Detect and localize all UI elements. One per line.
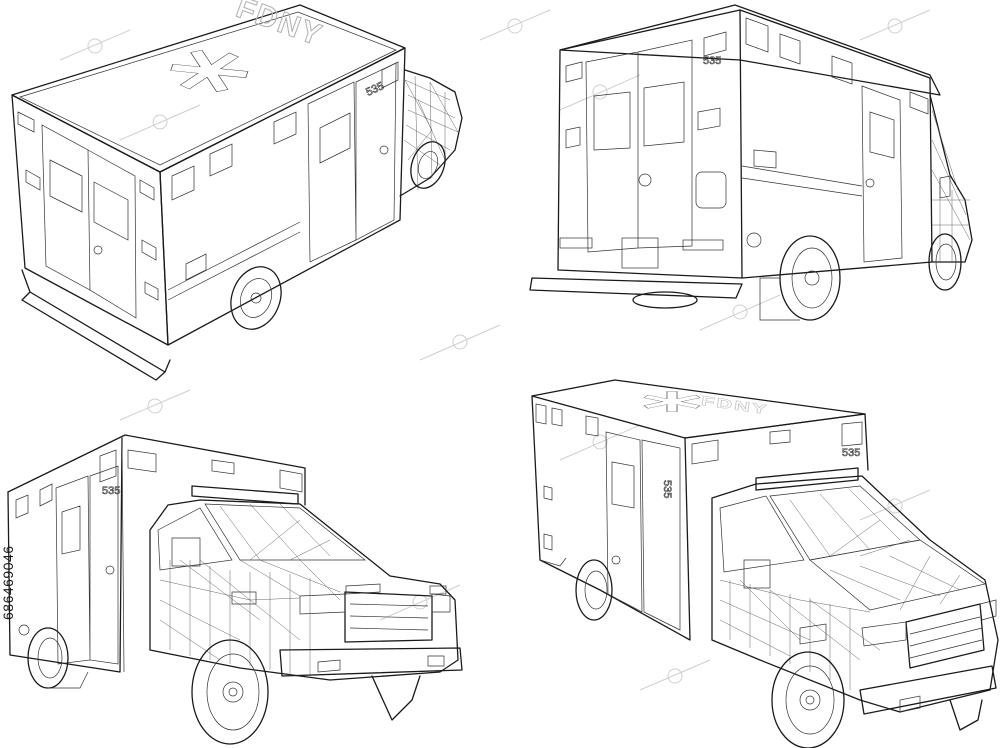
wheel-far-v2 xyxy=(632,291,698,309)
ambulance-view-front-low: 535 xyxy=(7,434,463,745)
wheel-front-v1 xyxy=(410,141,446,189)
wheel-rear-v1 xyxy=(230,266,282,330)
ambulance-view-front-top: FDNY 535 535 xyxy=(531,379,999,748)
wheel-rear-v3 xyxy=(27,627,89,689)
wheel-front-v4 xyxy=(771,651,845,748)
ambulance-view-rear-ground: 535 xyxy=(529,4,973,321)
unit-number-v4-front: 535 xyxy=(842,447,860,459)
wheel-front-v3 xyxy=(191,639,269,745)
watermark-pattern xyxy=(59,9,931,691)
wheel-front-v2 xyxy=(928,233,962,291)
wheel-far-v3 xyxy=(371,675,421,721)
unit-number-v2: 535 xyxy=(703,55,721,67)
unit-number-v1: 535 xyxy=(364,80,386,99)
roof-lettering: FDNY xyxy=(232,0,328,53)
ambulance-view-rear-top: FDNY 53 xyxy=(11,0,463,381)
stock-id-label: 686469046 xyxy=(0,545,16,621)
unit-number-v3: 535 xyxy=(102,485,120,497)
wheel-far-v4 xyxy=(949,699,983,731)
wheel-rear-v4 xyxy=(575,559,613,621)
unit-number-v4-side: 535 xyxy=(661,480,673,498)
wheel-rear-v2 xyxy=(759,235,841,321)
